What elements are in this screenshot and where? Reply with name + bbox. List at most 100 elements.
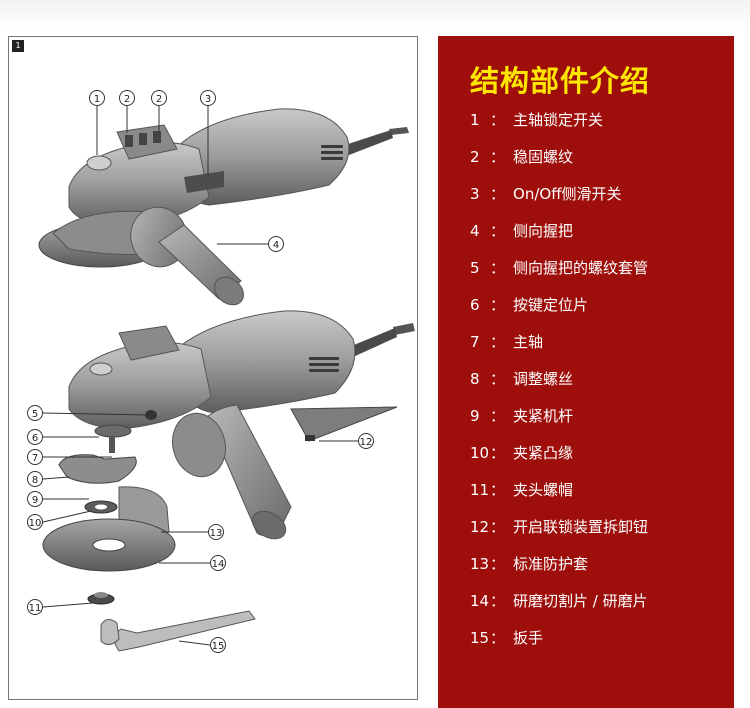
part-separator: ：: [490, 370, 506, 388]
svg-text:1: 1: [94, 94, 100, 105]
parts-info-panel: 结构部件介绍 1 ： 主轴锁定开关 2 ： 稳固螺纹 3 ： On/Off侧滑开关 4 ： 侧向…: [438, 36, 734, 708]
list-item: 6 ： 按键定位片: [470, 291, 730, 328]
part-label: 稳固螺纹: [513, 148, 574, 166]
list-item: 14： 研磨切割片 / 研磨片: [470, 587, 730, 624]
grinder-exploded: [42, 310, 415, 652]
callout-5: 5: [27, 405, 43, 421]
part-number: 1: [470, 111, 480, 129]
part-label: 主轴: [513, 333, 544, 351]
callout-4: 4: [268, 236, 284, 252]
leader-lines: [42, 106, 358, 646]
list-item: 2 ： 稳固螺纹: [470, 143, 730, 180]
list-item: 8 ： 调整螺丝: [470, 365, 730, 402]
parts-list: 1 ： 主轴锁定开关 2 ： 稳固螺纹 3 ： On/Off侧滑开关 4 ： 侧向握把 5 ： 侧向…: [470, 106, 730, 661]
part-label: 研磨切割片 / 研磨片: [513, 592, 648, 610]
part-separator: ：: [490, 185, 506, 203]
svg-text:15: 15: [212, 641, 225, 652]
part-label: 侧向握把: [513, 222, 574, 240]
part-number: 10: [470, 444, 490, 462]
list-item: 7 ： 主轴: [470, 328, 730, 365]
callout-14: 14: [210, 555, 226, 571]
svg-text:14: 14: [212, 559, 225, 570]
svg-text:2: 2: [124, 94, 130, 105]
panel-title: 结构部件介绍: [470, 64, 651, 98]
part-label: 调整螺丝: [513, 370, 574, 388]
part-label: On/Off侧滑开关: [513, 185, 622, 203]
callout-11: 11: [27, 599, 43, 615]
part-label: 按键定位片: [513, 296, 589, 314]
part-separator: ：: [490, 259, 506, 277]
svg-text:8: 8: [32, 475, 38, 486]
part-number: 12: [470, 518, 490, 536]
part-label: 开启联锁装置拆卸钮: [513, 518, 649, 536]
part-number: 8: [470, 370, 480, 388]
part-separator: ：: [490, 296, 506, 314]
part-separator: ：: [490, 555, 506, 573]
svg-text:10: 10: [29, 518, 42, 529]
callout-10: 10: [27, 514, 43, 530]
list-item: 12： 开启联锁装置拆卸钮: [470, 513, 730, 550]
svg-text:6: 6: [32, 433, 38, 444]
callout-6: 6: [27, 429, 43, 445]
svg-text:9: 9: [32, 495, 38, 506]
callout-3: 3: [200, 90, 216, 106]
part-number: 6: [470, 296, 480, 314]
svg-text:11: 11: [29, 603, 42, 614]
callout-2a: 2: [119, 90, 135, 106]
part-separator: ：: [490, 592, 506, 610]
part-number: 3: [470, 185, 480, 203]
part-separator: ：: [490, 148, 506, 166]
part-number: 5: [470, 259, 480, 277]
part-number: 7: [470, 333, 480, 351]
callout-9: 9: [27, 491, 43, 507]
top-shade: [0, 0, 750, 30]
svg-text:12: 12: [360, 437, 373, 448]
part-separator: ：: [490, 629, 506, 647]
svg-text:3: 3: [205, 94, 211, 105]
part-separator: ：: [490, 407, 506, 425]
callout-15: 15: [210, 637, 226, 653]
part-label: 侧向握把的螺纹套管: [513, 259, 649, 277]
part-separator: ：: [490, 333, 506, 351]
svg-text:4: 4: [273, 240, 279, 251]
part-separator: ：: [490, 111, 506, 129]
callout-8: 8: [27, 471, 43, 487]
list-item: 13： 标准防护套: [470, 550, 730, 587]
list-item: 1 ： 主轴锁定开关: [470, 106, 730, 143]
part-label: 夹紧凸缘: [513, 444, 574, 462]
part-number: 4: [470, 222, 480, 240]
part-separator: ：: [490, 444, 506, 462]
part-label: 扳手: [513, 629, 544, 647]
part-label: 夹头螺帽: [513, 481, 574, 499]
exploded-diagram-panel: 1: [8, 36, 418, 700]
svg-text:7: 7: [32, 453, 38, 464]
part-number: 15: [470, 629, 490, 647]
list-item: 4 ： 侧向握把: [470, 217, 730, 254]
part-number: 13: [470, 555, 490, 573]
callout-7: 7: [27, 449, 43, 465]
part-label: 夹紧机杆: [513, 407, 574, 425]
part-separator: ：: [490, 518, 506, 536]
part-number: 9: [470, 407, 480, 425]
part-label: 标准防护套: [513, 555, 589, 573]
page-number-tag: 1: [12, 40, 24, 52]
callout-13: 13: [208, 524, 224, 540]
list-item: 10： 夹紧凸缘: [470, 439, 730, 476]
part-number: 14: [470, 592, 490, 610]
part-number: 11: [470, 481, 490, 499]
svg-text:5: 5: [32, 409, 38, 420]
angle-grinder-diagram: 1 2 2 3 4 5 6 7: [27, 90, 415, 653]
svg-text:13: 13: [210, 528, 223, 539]
grinder-assembled: [38, 108, 409, 306]
part-separator: ：: [490, 481, 506, 499]
list-item: 11： 夹头螺帽: [470, 476, 730, 513]
list-item: 15： 扳手: [470, 624, 730, 661]
callout-2b: 2: [151, 90, 167, 106]
list-item: 5 ： 侧向握把的螺纹套管: [470, 254, 730, 291]
list-item: 3 ： On/Off侧滑开关: [470, 180, 730, 217]
part-number: 2: [470, 148, 480, 166]
part-separator: ：: [490, 222, 506, 240]
list-item: 9 ： 夹紧机杆: [470, 402, 730, 439]
svg-text:2: 2: [156, 94, 162, 105]
part-label: 主轴锁定开关: [513, 111, 604, 129]
